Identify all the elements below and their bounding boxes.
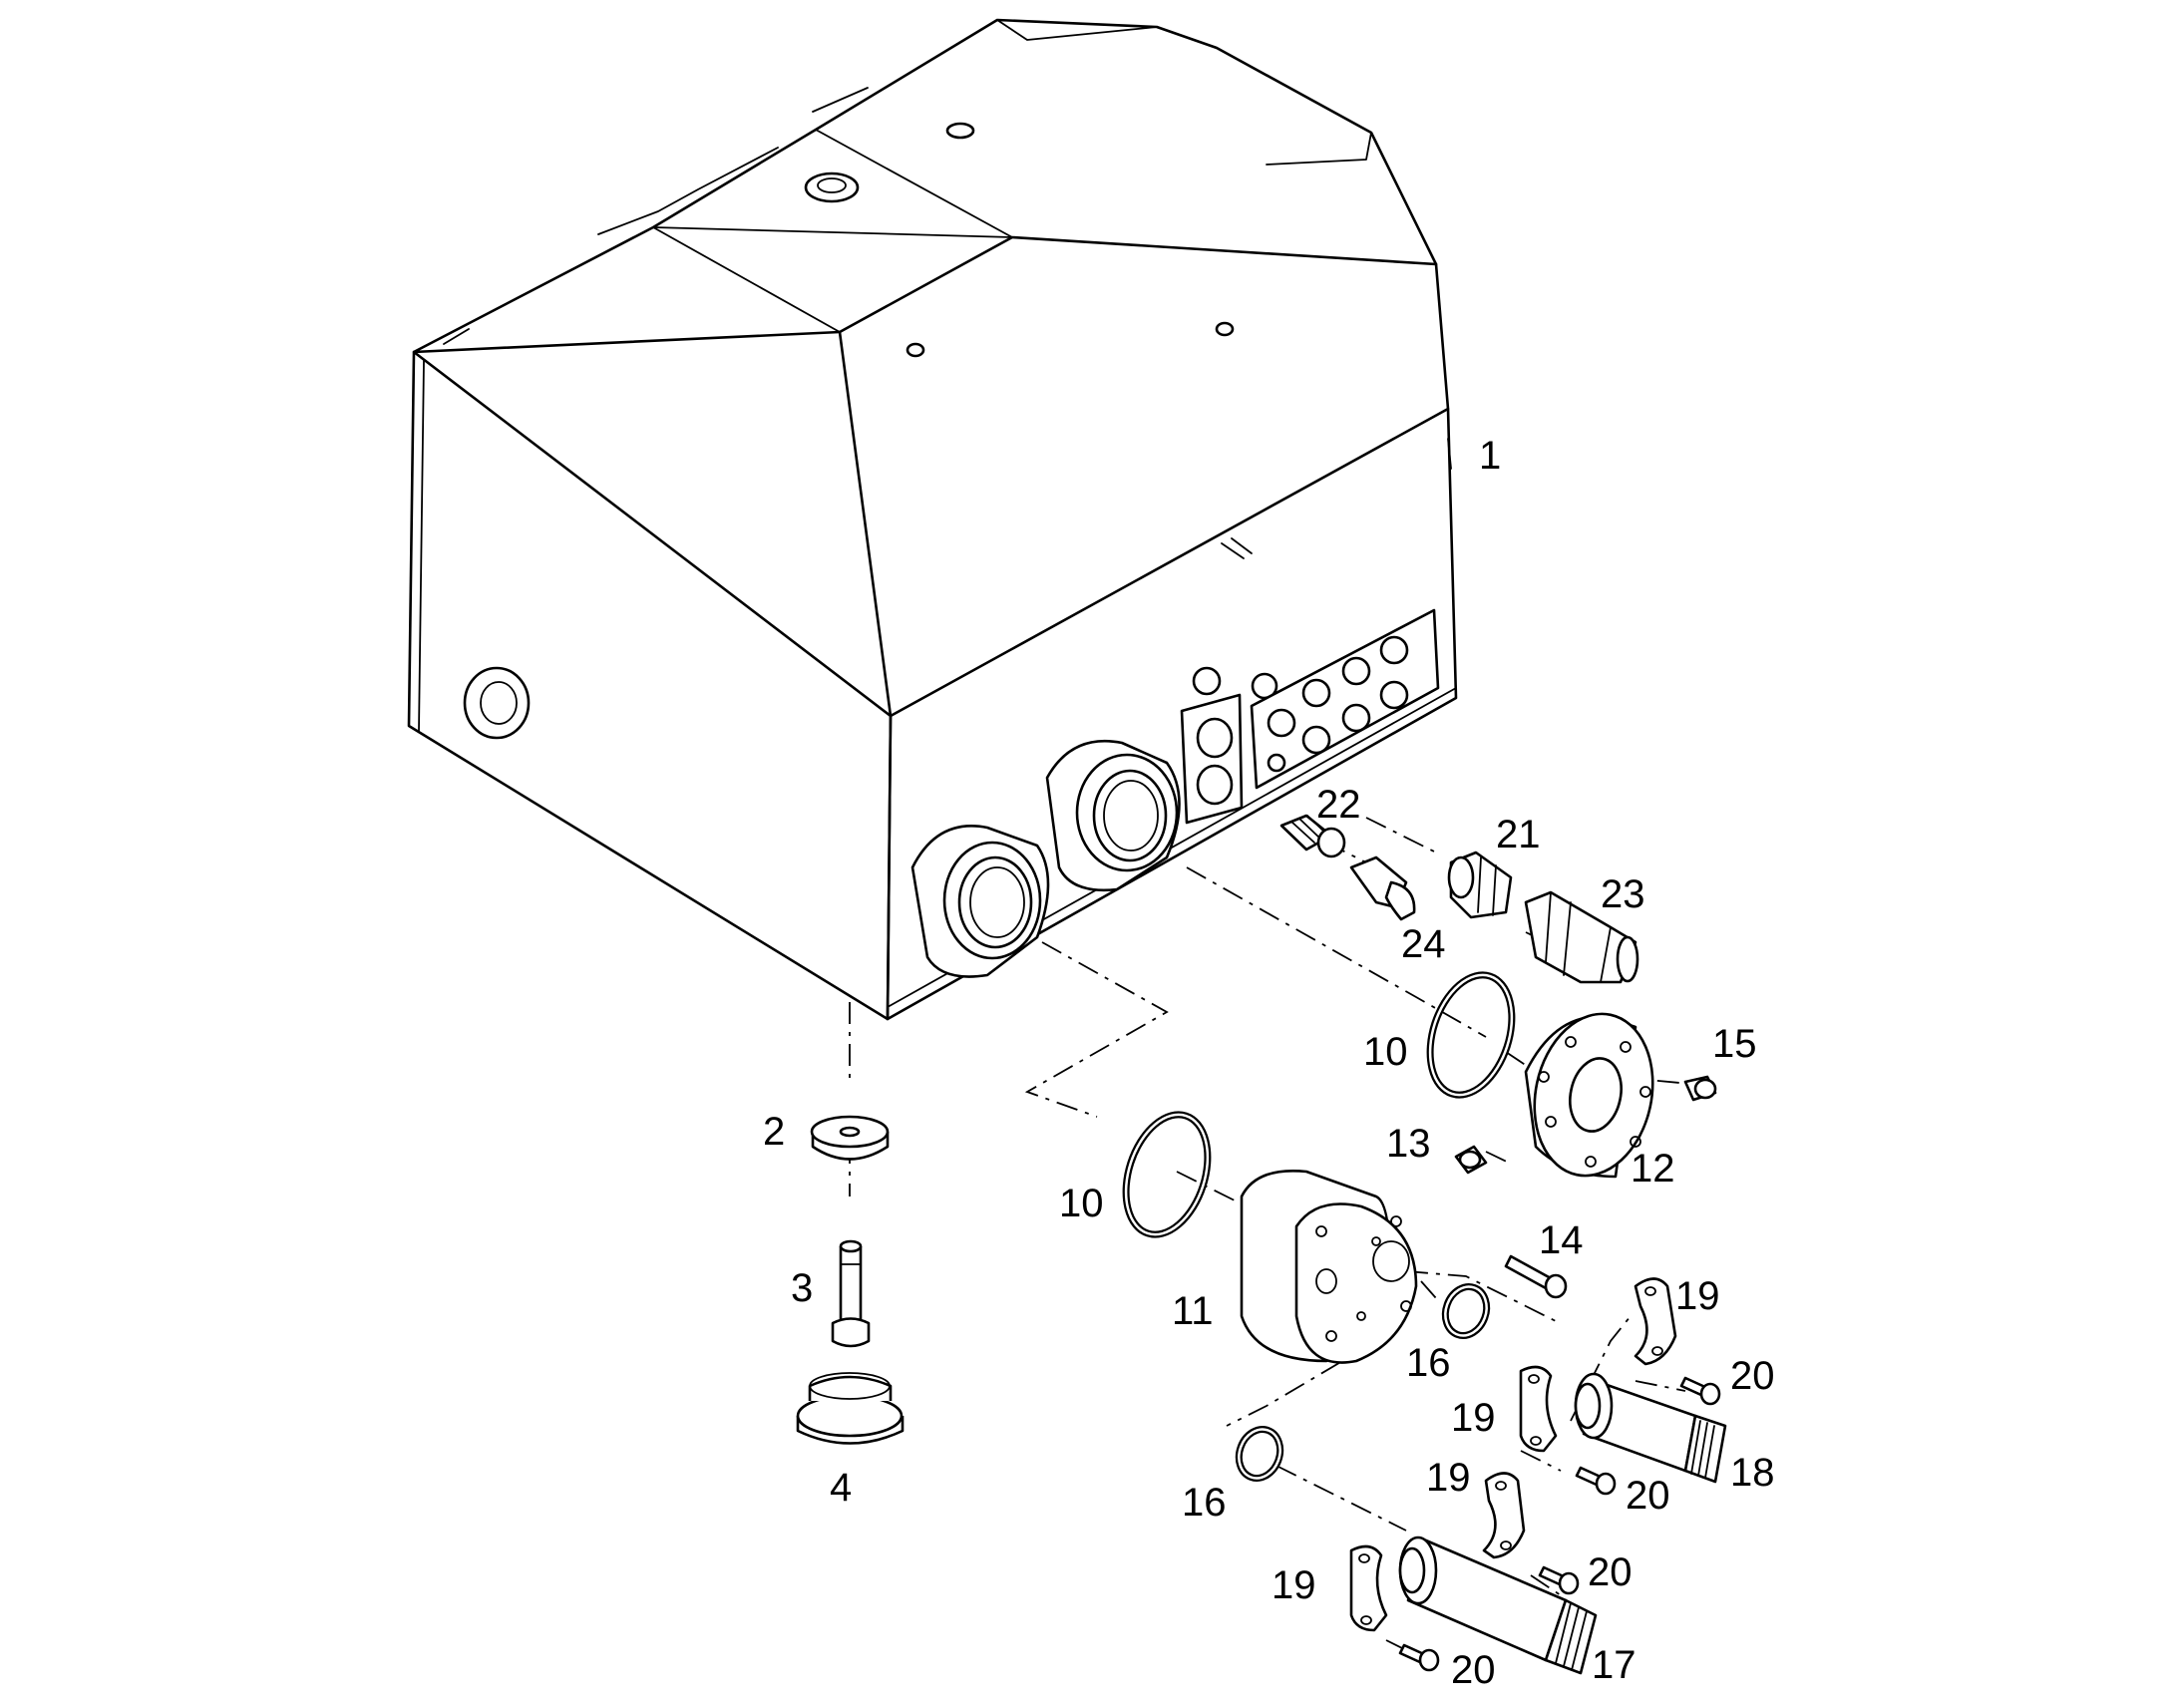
callout-13: 13 bbox=[1386, 1122, 1431, 1166]
callout-20-c: 20 bbox=[1588, 1550, 1633, 1594]
callout-14: 14 bbox=[1539, 1218, 1584, 1262]
part-21-adapter-fitting bbox=[1447, 851, 1513, 919]
callout-19-b: 19 bbox=[1451, 1396, 1496, 1440]
part-20-bolt-a bbox=[1679, 1376, 1721, 1406]
tank-port-flange-left bbox=[910, 825, 1050, 978]
part-14-bolt bbox=[1504, 1254, 1568, 1299]
callout-20-a: 20 bbox=[1730, 1354, 1775, 1398]
tank-port-flange-right bbox=[1045, 739, 1181, 892]
part-23-straight-fitting bbox=[1524, 890, 1639, 984]
callout-21: 21 bbox=[1496, 813, 1541, 856]
callout-17: 17 bbox=[1592, 1643, 1636, 1687]
callout-20-b: 20 bbox=[1626, 1474, 1670, 1518]
callout-15: 15 bbox=[1712, 1022, 1757, 1066]
callout-4: 4 bbox=[830, 1466, 852, 1510]
part-20-bolt-d bbox=[1398, 1643, 1440, 1672]
callout-19-a: 19 bbox=[1675, 1274, 1720, 1318]
part-19-flange-half-a bbox=[1634, 1277, 1677, 1366]
callout-3: 3 bbox=[791, 1266, 813, 1310]
callout-10-lower: 10 bbox=[1059, 1182, 1104, 1225]
callout-24: 24 bbox=[1401, 922, 1446, 966]
hydraulic-tank bbox=[407, 18, 1458, 1021]
callout-19-c: 19 bbox=[1426, 1456, 1471, 1500]
part-18-pipe-fitting bbox=[1574, 1372, 1727, 1484]
part-4-grommet bbox=[796, 1372, 905, 1445]
part-20-bolt-c bbox=[1538, 1565, 1580, 1595]
part-15-screw bbox=[1683, 1075, 1717, 1102]
callout-23: 23 bbox=[1601, 872, 1645, 916]
callout-2: 2 bbox=[763, 1110, 785, 1154]
part-17-pipe-fitting bbox=[1398, 1536, 1598, 1675]
part-16-o-ring-upper bbox=[1441, 1283, 1491, 1339]
part-19-flange-half-c bbox=[1482, 1472, 1526, 1559]
callout-1: 1 bbox=[1479, 434, 1501, 478]
callout-20-d: 20 bbox=[1451, 1648, 1496, 1692]
callout-16-upper: 16 bbox=[1406, 1341, 1451, 1385]
part-24-elbow-fitting bbox=[1349, 855, 1416, 921]
callout-10-upper: 10 bbox=[1363, 1030, 1408, 1074]
part-13-screw bbox=[1454, 1145, 1488, 1175]
part-2-washer bbox=[810, 1115, 890, 1161]
part-19-flange-half-b bbox=[1519, 1365, 1558, 1453]
part-3-bolt bbox=[831, 1239, 871, 1348]
part-12-flange bbox=[1524, 1012, 1654, 1179]
callout-18: 18 bbox=[1730, 1451, 1775, 1495]
callout-11: 11 bbox=[1172, 1289, 1214, 1333]
part-11-adapter-block bbox=[1240, 1170, 1418, 1364]
callout-19-d: 19 bbox=[1272, 1563, 1316, 1607]
part-22-nipple-fitting bbox=[1279, 814, 1346, 858]
part-20-bolt-b bbox=[1575, 1466, 1617, 1496]
callout-12: 12 bbox=[1631, 1147, 1675, 1191]
callout-labels: 1 2 3 4 10 10 11 12 13 14 15 16 16 17 18… bbox=[763, 434, 1775, 1692]
part-19-flange-half-d bbox=[1349, 1544, 1388, 1632]
callout-22: 22 bbox=[1316, 783, 1361, 827]
callout-16-lower: 16 bbox=[1182, 1481, 1227, 1525]
part-16-o-ring-lower bbox=[1235, 1426, 1284, 1482]
